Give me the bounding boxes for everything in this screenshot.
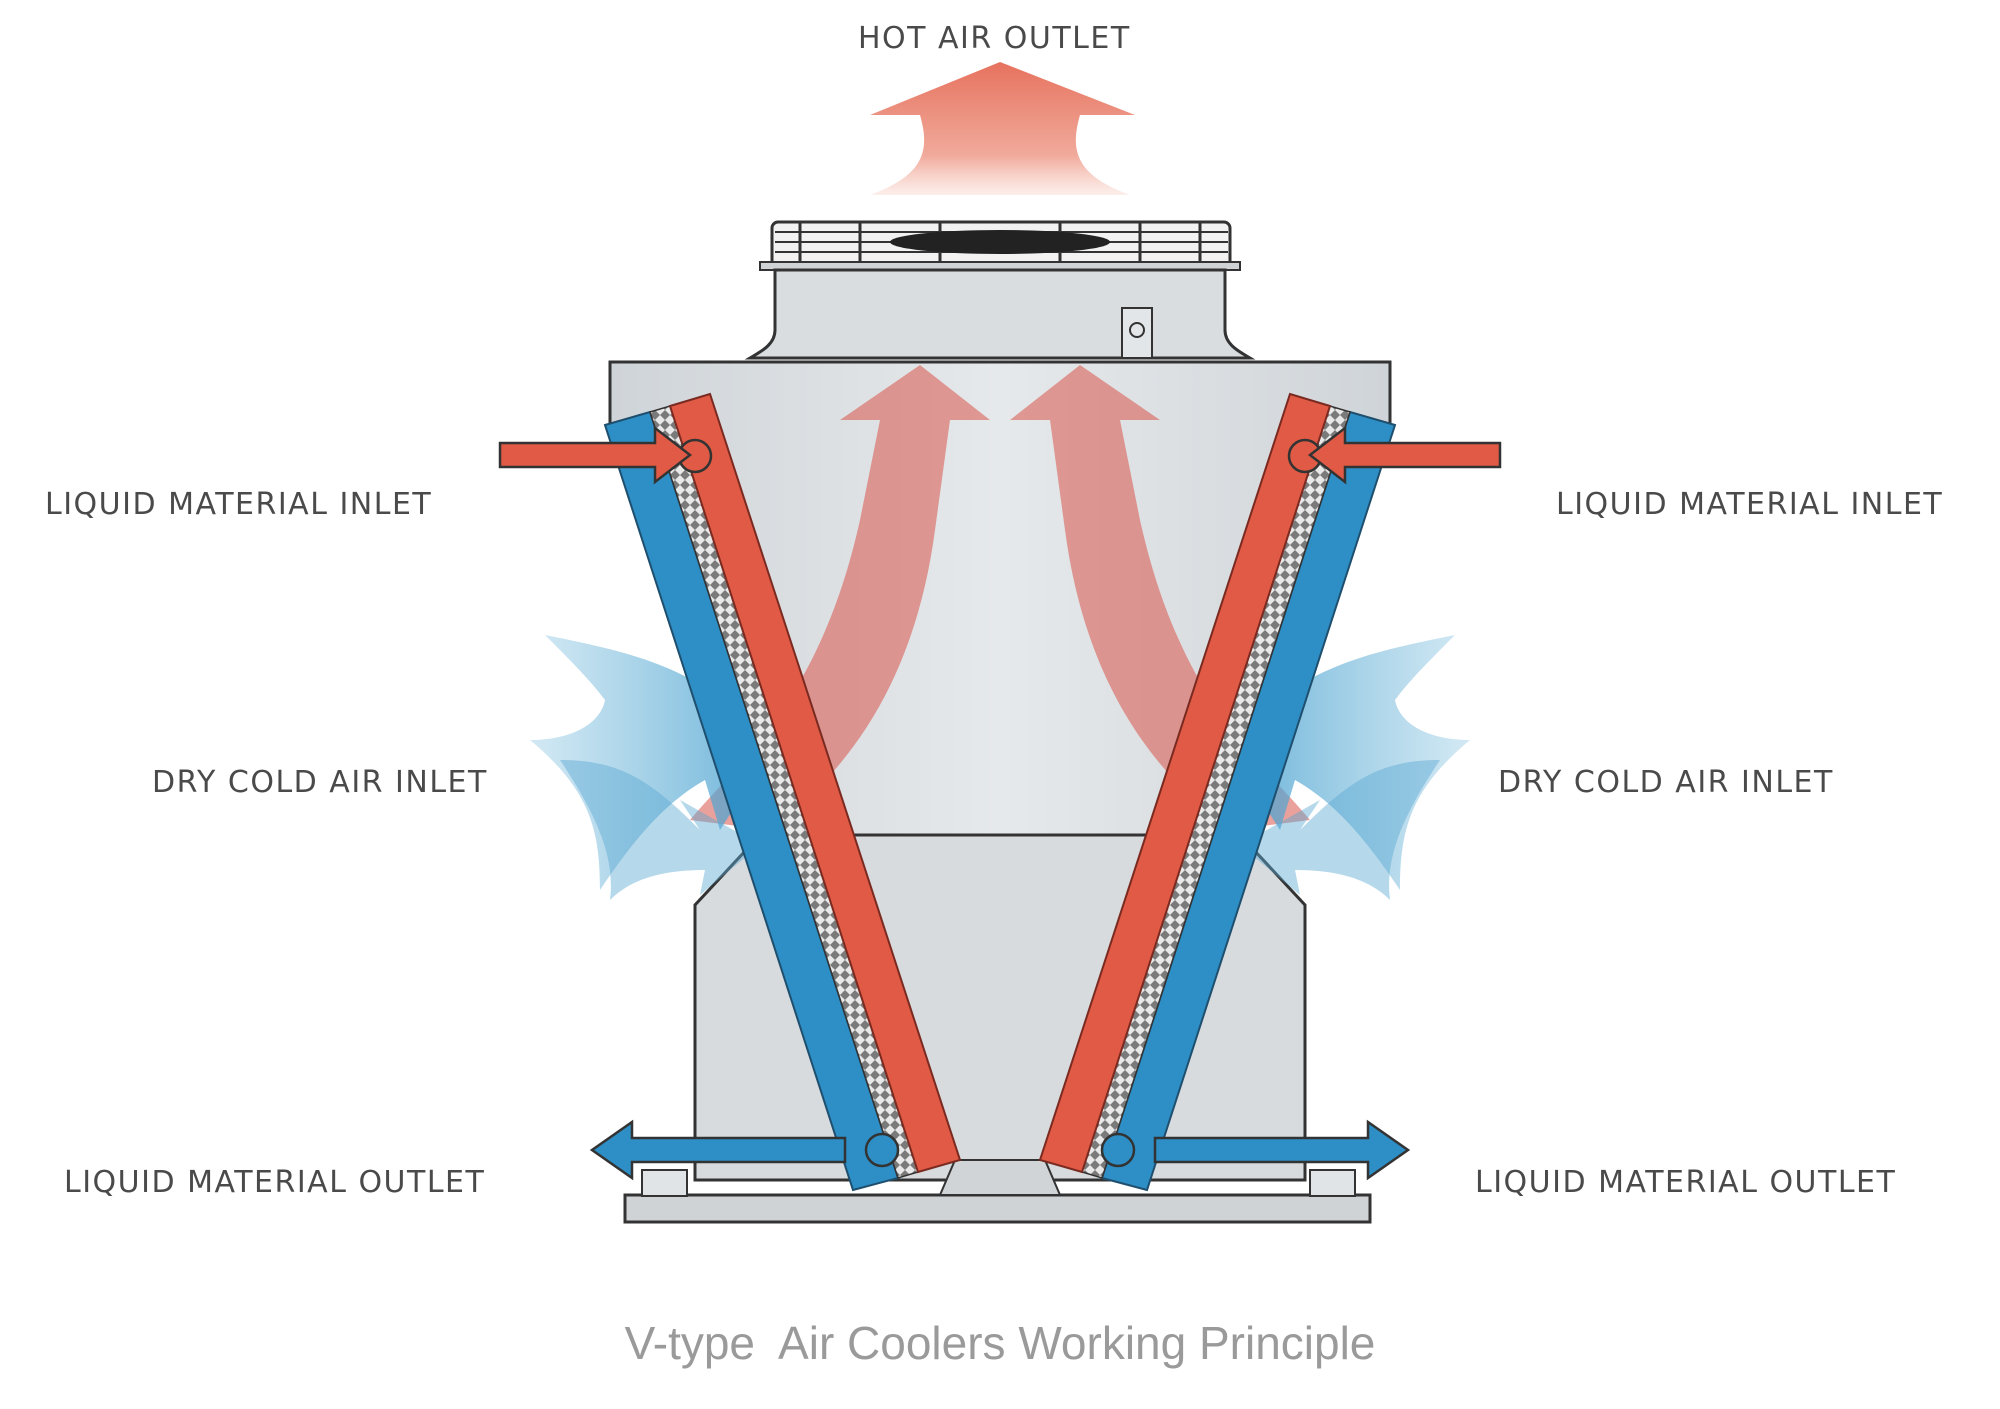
- left-outlet-header-icon: [864, 1132, 900, 1168]
- liquid-inlet-arrow-right-icon: [1307, 425, 1502, 485]
- bracket-hole-icon: [1129, 322, 1145, 338]
- right-outlet-header-icon: [1100, 1132, 1136, 1168]
- liquid-outlet-label-left: LIQUID MATERIAL OUTLET: [64, 1165, 486, 1200]
- right-coil-hot-side: [1038, 392, 1332, 1174]
- left-coil-hot-side: [668, 392, 962, 1174]
- cold-air-inlet-arrow-left-lower-icon: [560, 760, 760, 900]
- cold-air-inlet-label-right: DRY COLD AIR INLET: [1498, 765, 1834, 800]
- liquid-outlet-label-right: LIQUID MATERIAL OUTLET: [1475, 1165, 1897, 1200]
- liquid-inlet-arrow-left-icon: [498, 425, 693, 485]
- diagram-caption: V-type Air Coolers Working Principle: [624, 1317, 1376, 1369]
- hot-air-outlet-arrow-icon: [870, 62, 1135, 195]
- housing-bracket: [1121, 307, 1153, 359]
- base-foot-right: [1309, 1169, 1356, 1197]
- fan-icon: [759, 220, 1241, 271]
- hot-air-outlet-label: HOT AIR OUTLET: [858, 21, 1131, 56]
- liquid-outlet-arrow-left-icon: [589, 1119, 847, 1181]
- hot-air-arrow-left-icon: [690, 365, 990, 830]
- base-foot-left: [641, 1169, 688, 1197]
- fan-housing: [744, 268, 1256, 360]
- liquid-inlet-label-left: LIQUID MATERIAL INLET: [45, 487, 433, 522]
- liquid-inlet-label-right: LIQUID MATERIAL INLET: [1556, 487, 1944, 522]
- hot-air-arrow-right-icon: [1010, 365, 1310, 830]
- right-coil: [1038, 392, 1397, 1192]
- liquid-outlet-arrow-right-icon: [1153, 1119, 1411, 1181]
- base-frame: [623, 1193, 1372, 1224]
- cold-air-inlet-arrow-right-lower-icon: [1240, 760, 1440, 900]
- bottom-drain-plate: [938, 1159, 1062, 1196]
- cold-air-inlet-label-left: DRY COLD AIR INLET: [152, 765, 488, 800]
- left-coil: [603, 392, 962, 1192]
